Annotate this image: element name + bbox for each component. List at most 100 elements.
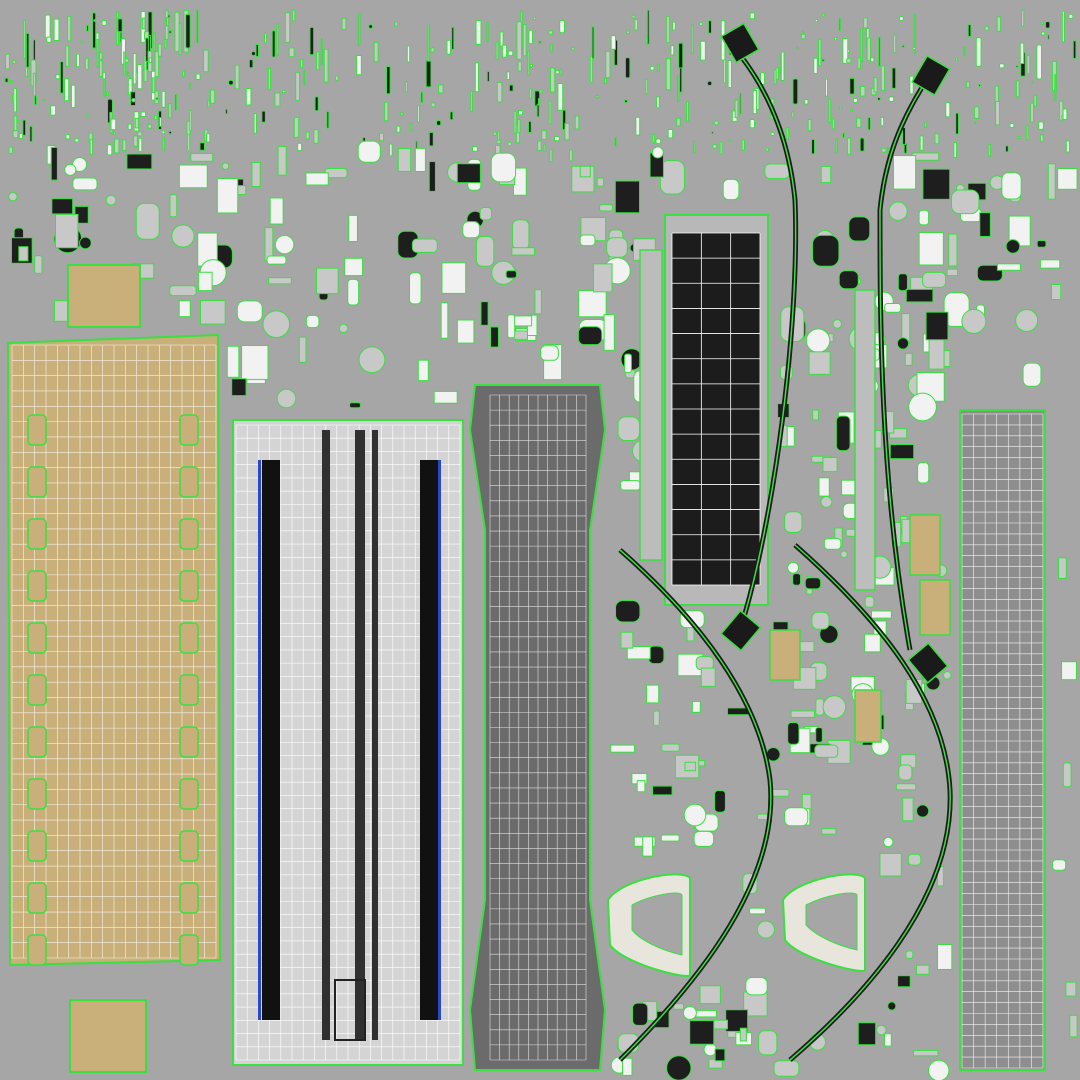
uv-island <box>916 804 930 818</box>
uv-island <box>80 40 84 44</box>
small-uv-islands <box>4 9 1078 1080</box>
uv-island <box>195 73 201 80</box>
uv-island <box>578 290 607 318</box>
uv-island <box>805 328 831 353</box>
uv-island <box>649 65 655 71</box>
uv-island <box>961 308 987 334</box>
uv-island <box>23 19 26 59</box>
uv-island <box>50 146 58 181</box>
uv-island <box>276 23 279 56</box>
uv-island <box>898 764 913 781</box>
uv-island <box>394 21 399 27</box>
uv-island <box>528 29 533 45</box>
uv-island <box>65 133 71 140</box>
uv-island <box>449 111 454 121</box>
uv-island <box>496 81 503 103</box>
uv-island <box>849 77 855 95</box>
uv-island <box>622 1057 633 1076</box>
uv-island <box>842 38 849 64</box>
uv-island <box>849 108 854 112</box>
uv-island <box>248 59 254 69</box>
uv-island <box>842 132 845 139</box>
uv-island <box>154 51 160 78</box>
uv-island <box>604 77 607 84</box>
uv-island <box>614 137 617 147</box>
uv-island <box>888 96 895 102</box>
uv-island <box>682 1005 697 1020</box>
uv-island <box>934 133 940 145</box>
uv-island <box>634 19 638 31</box>
uv-island <box>51 198 74 215</box>
uv-island <box>557 83 564 111</box>
uv-island <box>9 80 13 84</box>
uv-island <box>1015 64 1019 68</box>
uv-island <box>1036 240 1047 248</box>
uv-island <box>131 97 136 103</box>
uv-island <box>399 112 404 116</box>
uv-island <box>1020 9 1025 27</box>
uv-island <box>848 216 871 242</box>
uv-island <box>711 131 714 135</box>
uv-island <box>55 213 79 249</box>
uv-island <box>210 89 216 104</box>
uv-island <box>756 813 769 821</box>
uv-island <box>456 319 475 344</box>
uv-island <box>271 30 276 58</box>
uv-island <box>719 141 723 155</box>
uv-island <box>406 45 411 63</box>
uv-island <box>703 1042 717 1057</box>
uv-island <box>916 964 930 975</box>
uv-island <box>335 75 339 81</box>
uv-island <box>113 138 120 154</box>
uv-island <box>288 47 295 58</box>
uv-island <box>206 133 211 143</box>
uv-island <box>168 103 172 119</box>
uv-island <box>1065 140 1070 153</box>
uv-island <box>967 24 972 38</box>
uv-island <box>820 165 832 184</box>
uv-island <box>506 71 511 81</box>
uv-island <box>660 834 680 842</box>
uv-island <box>127 123 132 130</box>
uv-island <box>505 270 517 279</box>
uv-island <box>852 97 859 104</box>
uv-island <box>22 119 27 136</box>
uv-island <box>911 152 940 161</box>
uv-island <box>884 1033 892 1047</box>
uv-island <box>820 496 833 509</box>
uv-island <box>189 82 192 89</box>
uv-island <box>811 611 830 630</box>
uv-island <box>348 214 358 242</box>
uv-island <box>619 480 641 491</box>
uv-island <box>74 138 79 143</box>
uv-island <box>884 302 902 313</box>
uv-island <box>417 105 420 123</box>
uv-island <box>110 118 117 131</box>
uv-island <box>474 62 479 93</box>
uv-island <box>823 537 842 550</box>
uv-island <box>657 63 660 73</box>
uv-island <box>155 97 159 101</box>
uv-island <box>624 353 632 374</box>
uv-island <box>692 140 696 154</box>
uv-island <box>284 12 291 43</box>
uv-island <box>187 133 191 152</box>
uv-island <box>835 415 851 452</box>
uv-island <box>955 112 959 135</box>
dark-vertical-shell <box>639 214 769 606</box>
uv-island <box>101 19 107 26</box>
horseshoe-shells <box>606 873 866 977</box>
uv-island <box>909 75 914 95</box>
uv-island <box>1041 31 1046 36</box>
uv-island <box>1057 168 1078 190</box>
uv-island <box>446 39 452 55</box>
uv-island <box>555 69 560 75</box>
uv-island <box>953 142 957 159</box>
uv-island <box>780 51 785 82</box>
uv-island <box>490 326 499 348</box>
uv-island <box>635 116 641 136</box>
uv-island <box>857 1022 877 1046</box>
uv-island <box>103 78 106 98</box>
uv-island <box>948 233 958 267</box>
uv-island <box>988 143 991 157</box>
